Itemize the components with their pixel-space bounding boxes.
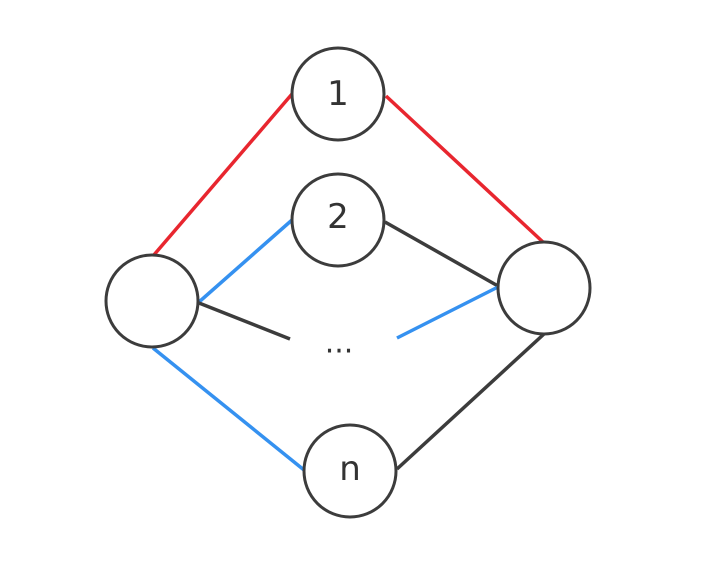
- node-right: [496, 240, 592, 336]
- edge-2-to-right: [384, 220, 499, 288]
- node-1-label: 1: [327, 74, 349, 114]
- node-n-label: n: [339, 449, 361, 489]
- edge-left-to-1: [151, 92, 294, 258]
- node-1: [290, 46, 386, 142]
- node-2-label: 2: [327, 197, 349, 237]
- edge-left-to-ellipsis: [198, 301, 291, 341]
- node-left: [104, 253, 200, 349]
- ellipsis-label: ...: [325, 326, 354, 361]
- node-2: [290, 172, 386, 268]
- edge-left-to-n: [151, 346, 306, 472]
- edge-1-to-right: [384, 94, 546, 245]
- node-n: [302, 423, 398, 519]
- edge-ellipsis-to-right: [396, 285, 499, 340]
- edge-n-to-right: [395, 332, 546, 471]
- edge-left-to-2: [197, 218, 294, 304]
